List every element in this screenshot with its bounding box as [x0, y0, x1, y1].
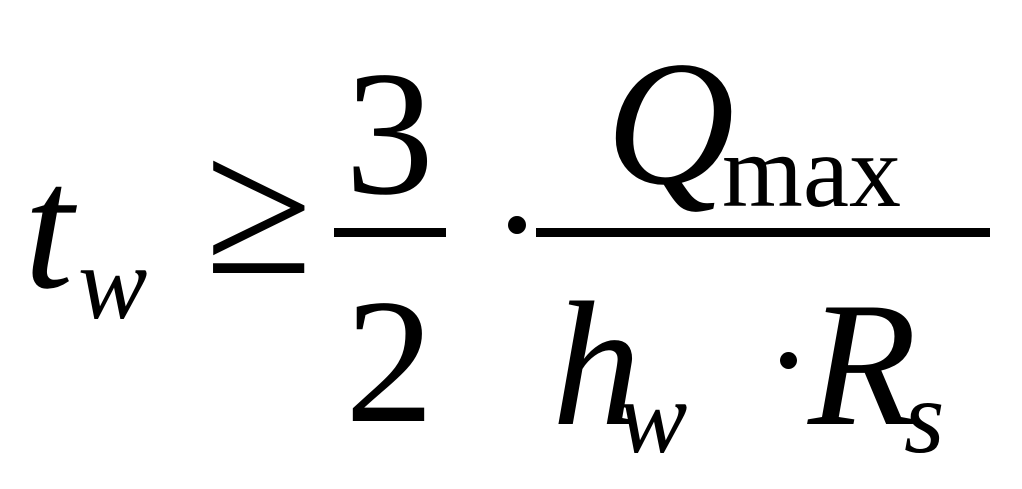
variable-q: Q: [606, 24, 735, 222]
greater-or-equal-sign: ≥: [205, 99, 313, 316]
variable-r: R: [808, 265, 917, 463]
main-fraction-bar: [536, 228, 990, 237]
coefficient-fraction-bar: [334, 228, 446, 237]
denominator-multiplication-dot: [780, 352, 797, 369]
coefficient-denominator: 2: [345, 262, 434, 460]
subscript-w-denominator: w: [618, 360, 688, 475]
subscript-max: max: [722, 114, 902, 229]
subscript-s: s: [904, 360, 945, 475]
variable-t: t: [24, 128, 74, 326]
multiplication-dot: [508, 216, 526, 234]
subscript-w: w: [78, 226, 148, 341]
coefficient-numerator: 3: [345, 34, 434, 232]
variable-h: h: [552, 265, 641, 463]
